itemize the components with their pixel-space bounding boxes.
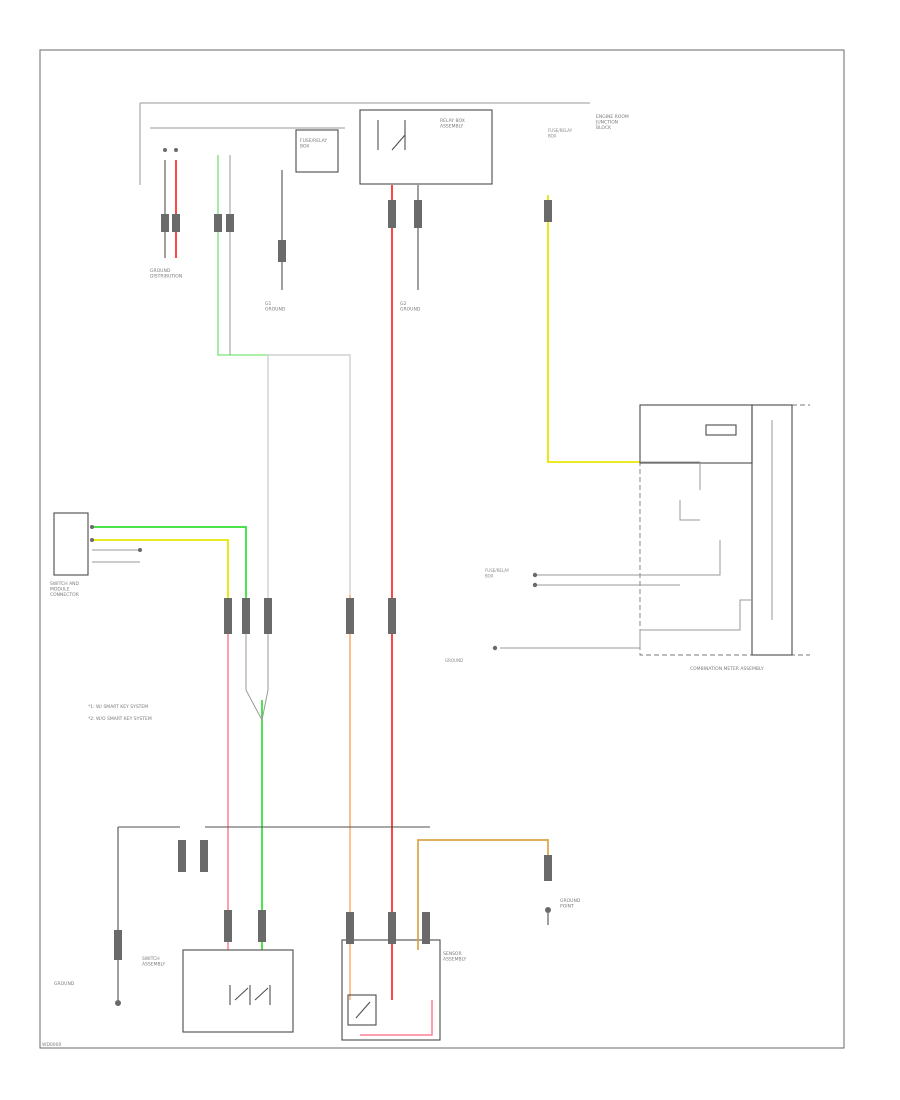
connector-bl-3 [114, 930, 122, 960]
switch-box [182, 949, 294, 1033]
combination-meter-frame [639, 404, 810, 656]
connector-mid-2 [242, 598, 250, 634]
wire-gray-join [245, 689, 269, 722]
connector-bl-1 [178, 840, 186, 872]
connector-mid-3 [264, 598, 272, 634]
connector-mw-2 [532, 582, 538, 588]
connector-lt-3 [161, 214, 169, 232]
wire-left-green [92, 526, 247, 600]
connector-mid-5 [388, 598, 396, 634]
connector-mw-1 [532, 572, 538, 578]
connector-tr [544, 855, 552, 881]
notes-line-1: *1: W/ SMART KEY SYSTEM [88, 704, 148, 710]
connector-lc-1 [90, 525, 94, 529]
switch-box-contacts [229, 985, 271, 1005]
connector-lt-4 [172, 214, 180, 232]
wire-pink-sensor [360, 1000, 433, 1036]
connector-sb-4 [388, 912, 396, 944]
meter-display [705, 424, 737, 436]
wire-left-yellow [92, 539, 229, 600]
relay-switch-symbol [377, 120, 406, 151]
wire-yellow-meter [547, 195, 640, 463]
combination-meter-label: COMBINATION METER ASSEMBLY [690, 666, 764, 672]
ground-point-right [545, 907, 551, 913]
connector-rm-1 [388, 200, 396, 228]
left-connector-box [53, 512, 89, 576]
meter-inner-box [639, 404, 753, 464]
notes-line-2: *2: W/O SMART KEY SYSTEM [88, 716, 152, 722]
connector-gt-2 [226, 214, 234, 232]
connector-sb-2 [258, 910, 266, 942]
meter-ground-label: GROUND [445, 658, 463, 663]
connector-gc [278, 240, 286, 262]
connector-sb-5 [422, 912, 430, 944]
meter-module [751, 404, 793, 656]
connector-sb-1 [224, 910, 232, 942]
wire-white-main [268, 354, 351, 830]
wire-green-top [217, 155, 268, 356]
connector-mid-4 [346, 598, 354, 634]
left-ground-bottom-label: GROUND [54, 981, 75, 987]
fuse-box-top [295, 129, 339, 173]
connector-bl-2 [200, 840, 208, 872]
connector-gt-1 [214, 214, 222, 232]
connector-lc-2 [90, 538, 94, 542]
connector-lt-1 [163, 148, 167, 152]
connector-mw-3 [492, 645, 498, 651]
wire-tan-right [417, 839, 549, 950]
connector-lt-2 [174, 148, 178, 152]
connector-lc-3 [138, 548, 142, 552]
connector-sb-3 [346, 912, 354, 944]
sensor-inner [347, 994, 377, 1026]
connector-mid-1 [224, 598, 232, 634]
connector-rm-2 [414, 200, 422, 228]
diagram-frame [39, 49, 845, 1049]
meter-wire-3 [535, 540, 721, 576]
meter-wire-5 [500, 599, 752, 649]
ground-point-left [115, 1000, 121, 1006]
connector-ym [544, 200, 552, 222]
meter-wire-2 [679, 500, 700, 521]
relay-box [359, 109, 493, 185]
meter-wire-1 [640, 461, 701, 490]
footer-code: WD0000 [42, 1042, 62, 1048]
sensor-symbol [355, 1001, 371, 1019]
